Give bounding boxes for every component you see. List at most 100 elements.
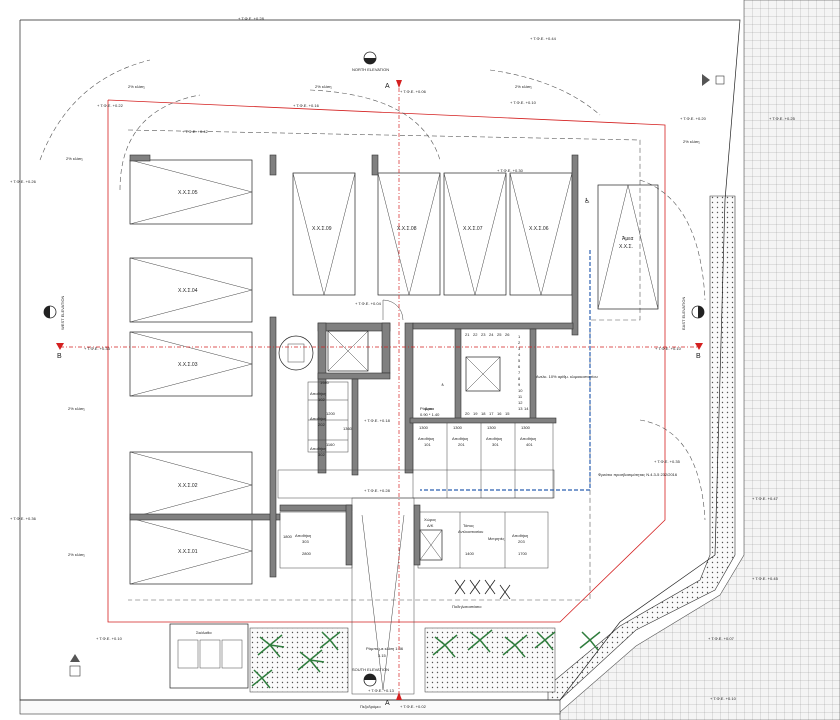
storage-102-num: 102 [318, 397, 325, 402]
dim-1200: 1200 [326, 411, 336, 416]
svg-text:+ Τ.Φ.Ε. +0.47: + Τ.Φ.Ε. +0.47 [752, 496, 779, 501]
storage-301-num: 301 [492, 442, 499, 447]
ramp-title: Ράμπα [420, 406, 433, 411]
svg-text:2% κλίση: 2% κλίση [128, 84, 144, 89]
parking-label-03: Χ.Χ.Σ.03 [178, 362, 198, 368]
storage-203-title: Αποθήκη [512, 533, 528, 538]
garden-right [424, 627, 601, 693]
svg-text:16: 16 [497, 411, 502, 416]
bike-label: Ποδηλατοστάσιο [452, 604, 482, 609]
section-label-b-left: B [57, 353, 62, 360]
storage-201-title: Αποθήκη [452, 436, 468, 441]
storage-201-num: 201 [458, 442, 465, 447]
setback-line [127, 129, 641, 601]
parking-left [129, 154, 281, 585]
svg-text:2% κλίση: 2% κλίση [683, 139, 699, 144]
storage-102-title: Αποθήκη [310, 391, 326, 396]
svg-text:23: 23 [481, 332, 486, 337]
bin-2 [199, 639, 221, 669]
sidewalk-south [19, 699, 561, 715]
slope-labels: 2% κλίση 2% κλίση 2% κλίση 2% κλίση 2% κ… [66, 84, 699, 557]
dim-1300b: 1300 [453, 425, 463, 430]
storage-202-title: Αποθήκη [310, 416, 326, 421]
pump-sub: Αντλιοστασίου [458, 529, 483, 534]
storage-302-title: Αποθήκη [310, 446, 326, 451]
dim-1300d: 1300 [521, 425, 531, 430]
storage-303-title: Αποθήκη [295, 533, 311, 538]
ramp-sub: Άμεα [425, 406, 435, 411]
parking-label-06: Χ.Χ.Σ.06 [529, 226, 549, 232]
svg-text:2% κλίση: 2% κλίση [515, 84, 531, 89]
svg-text:18: 18 [481, 411, 486, 416]
storage-401-title: Αποθήκη [520, 436, 536, 441]
bins-label: Σκάλαθα [196, 630, 212, 635]
bins-enclosure [169, 623, 249, 689]
garden-left [249, 627, 349, 693]
svg-text:2% κλίση: 2% κλίση [66, 156, 82, 161]
stair-numbers: 21 22 23 24 25 26 20 19 18 17 16 15 1 2 … [465, 332, 529, 416]
storage-301-title: Αποθήκη [486, 436, 502, 441]
svg-text:11: 11 [518, 394, 523, 399]
building-core [277, 299, 574, 695]
svg-text:+ Τ.Φ.Ε. +0.26: + Τ.Φ.Ε. +0.26 [10, 179, 37, 184]
ramp-note: Ράμπα με κλίση 1:36 [366, 646, 404, 651]
accessible-route [420, 250, 591, 491]
street-label: Πεζοδρόμιο [360, 704, 381, 709]
south-elevation-marker [363, 673, 377, 687]
storage-203-num: 203 [518, 539, 525, 544]
triangle-marker-ne [702, 74, 710, 86]
parking-label-09: Χ.Χ.Σ.09 [312, 226, 332, 232]
svg-text:+ Τ.Φ.Ε. +0.13: + Τ.Φ.Ε. +0.13 [368, 688, 395, 693]
svg-text:+ Τ.Φ.Ε. +0.07: + Τ.Φ.Ε. +0.07 [708, 636, 735, 641]
svg-text:+ Τ.Φ.Ε. +0.20: + Τ.Φ.Ε. +0.20 [680, 116, 707, 121]
svg-text:15: 15 [505, 411, 510, 416]
dim-1400: 1400 [465, 551, 475, 556]
east-elevation-label: EAST ELEVATION [681, 297, 686, 330]
svg-text:17: 17 [489, 411, 494, 416]
svg-text:+ Τ.Φ.Ε. +0.02: + Τ.Φ.Ε. +0.02 [400, 704, 427, 709]
square-marker-ne [715, 75, 725, 85]
svg-text:+ Τ.Φ.Ε. +0.44: + Τ.Φ.Ε. +0.44 [530, 36, 557, 41]
storage-101-title: Αποθήκη [418, 436, 434, 441]
svg-text:26: 26 [505, 332, 510, 337]
shaft-note: Φρεάτιο προσβασιμότητας Ν.4.3-5 232/2016 [598, 472, 678, 477]
section-marker-b-right [695, 343, 703, 350]
parking-accessible-code: Χ.Χ.Σ. [619, 244, 633, 250]
level-labels: + Τ.Φ.Ε. +0.28 + Τ.Φ.Ε. +0.44 + Τ.Φ.Ε. +… [10, 16, 796, 709]
dim-1160: 1160 [326, 442, 335, 447]
svg-text:+ Τ.Φ.Ε. +0.28: + Τ.Φ.Ε. +0.28 [364, 488, 391, 493]
svg-text:10: 10 [518, 388, 523, 393]
triangle-marker-sw [70, 654, 80, 662]
section-label-a-bottom: A [385, 700, 390, 707]
storage-401-num: 401 [526, 442, 533, 447]
sidewalk-tiles-east [559, 0, 840, 720]
parking-label-05: Χ.Χ.Σ.05 [178, 190, 198, 196]
north-elevation-marker [363, 51, 377, 65]
svg-text:+ Τ.Φ.Ε. +0.30: + Τ.Φ.Ε. +0.30 [497, 168, 524, 173]
svg-text:2% κλίση: 2% κλίση [68, 406, 84, 411]
bin-3 [221, 639, 243, 669]
bin-1 [177, 639, 199, 669]
svg-text:4: 4 [518, 352, 521, 357]
north-elevation-label: NORTH ELEVATION [352, 67, 389, 72]
parking-label-07: Χ.Χ.Σ.07 [463, 226, 483, 232]
svg-text:5: 5 [518, 358, 521, 363]
storage-302-num: 302 [318, 452, 325, 457]
wc-sub: Α/Κ [427, 523, 434, 528]
storage-303-num: 303 [302, 539, 309, 544]
section-marker-a-top [396, 80, 402, 88]
svg-text:+ Τ.Φ.Ε. +0.35: + Τ.Φ.Ε. +0.35 [654, 459, 681, 464]
storage-202-num: 202 [318, 422, 325, 427]
parking-label-08: Χ.Χ.Σ.08 [397, 226, 417, 232]
section-label-b-right: B [696, 353, 701, 360]
svg-text:+ Τ.Φ.Ε. +0.10: + Τ.Φ.Ε. +0.10 [655, 346, 682, 351]
wheelchair-icon: ♿ [584, 197, 590, 205]
square-marker-sw [69, 665, 81, 677]
dim-1360: 1360 [343, 426, 353, 431]
dim-1980: 1980 [320, 380, 330, 385]
svg-text:+ Τ.Φ.Ε. +0.06: + Τ.Φ.Ε. +0.06 [400, 89, 427, 94]
east-elevation-marker [691, 305, 705, 319]
svg-text:+ Τ.Φ.Ε. +0.10: + Τ.Φ.Ε. +0.10 [96, 636, 123, 641]
svg-text:2% κλίση: 2% κλίση [68, 552, 84, 557]
